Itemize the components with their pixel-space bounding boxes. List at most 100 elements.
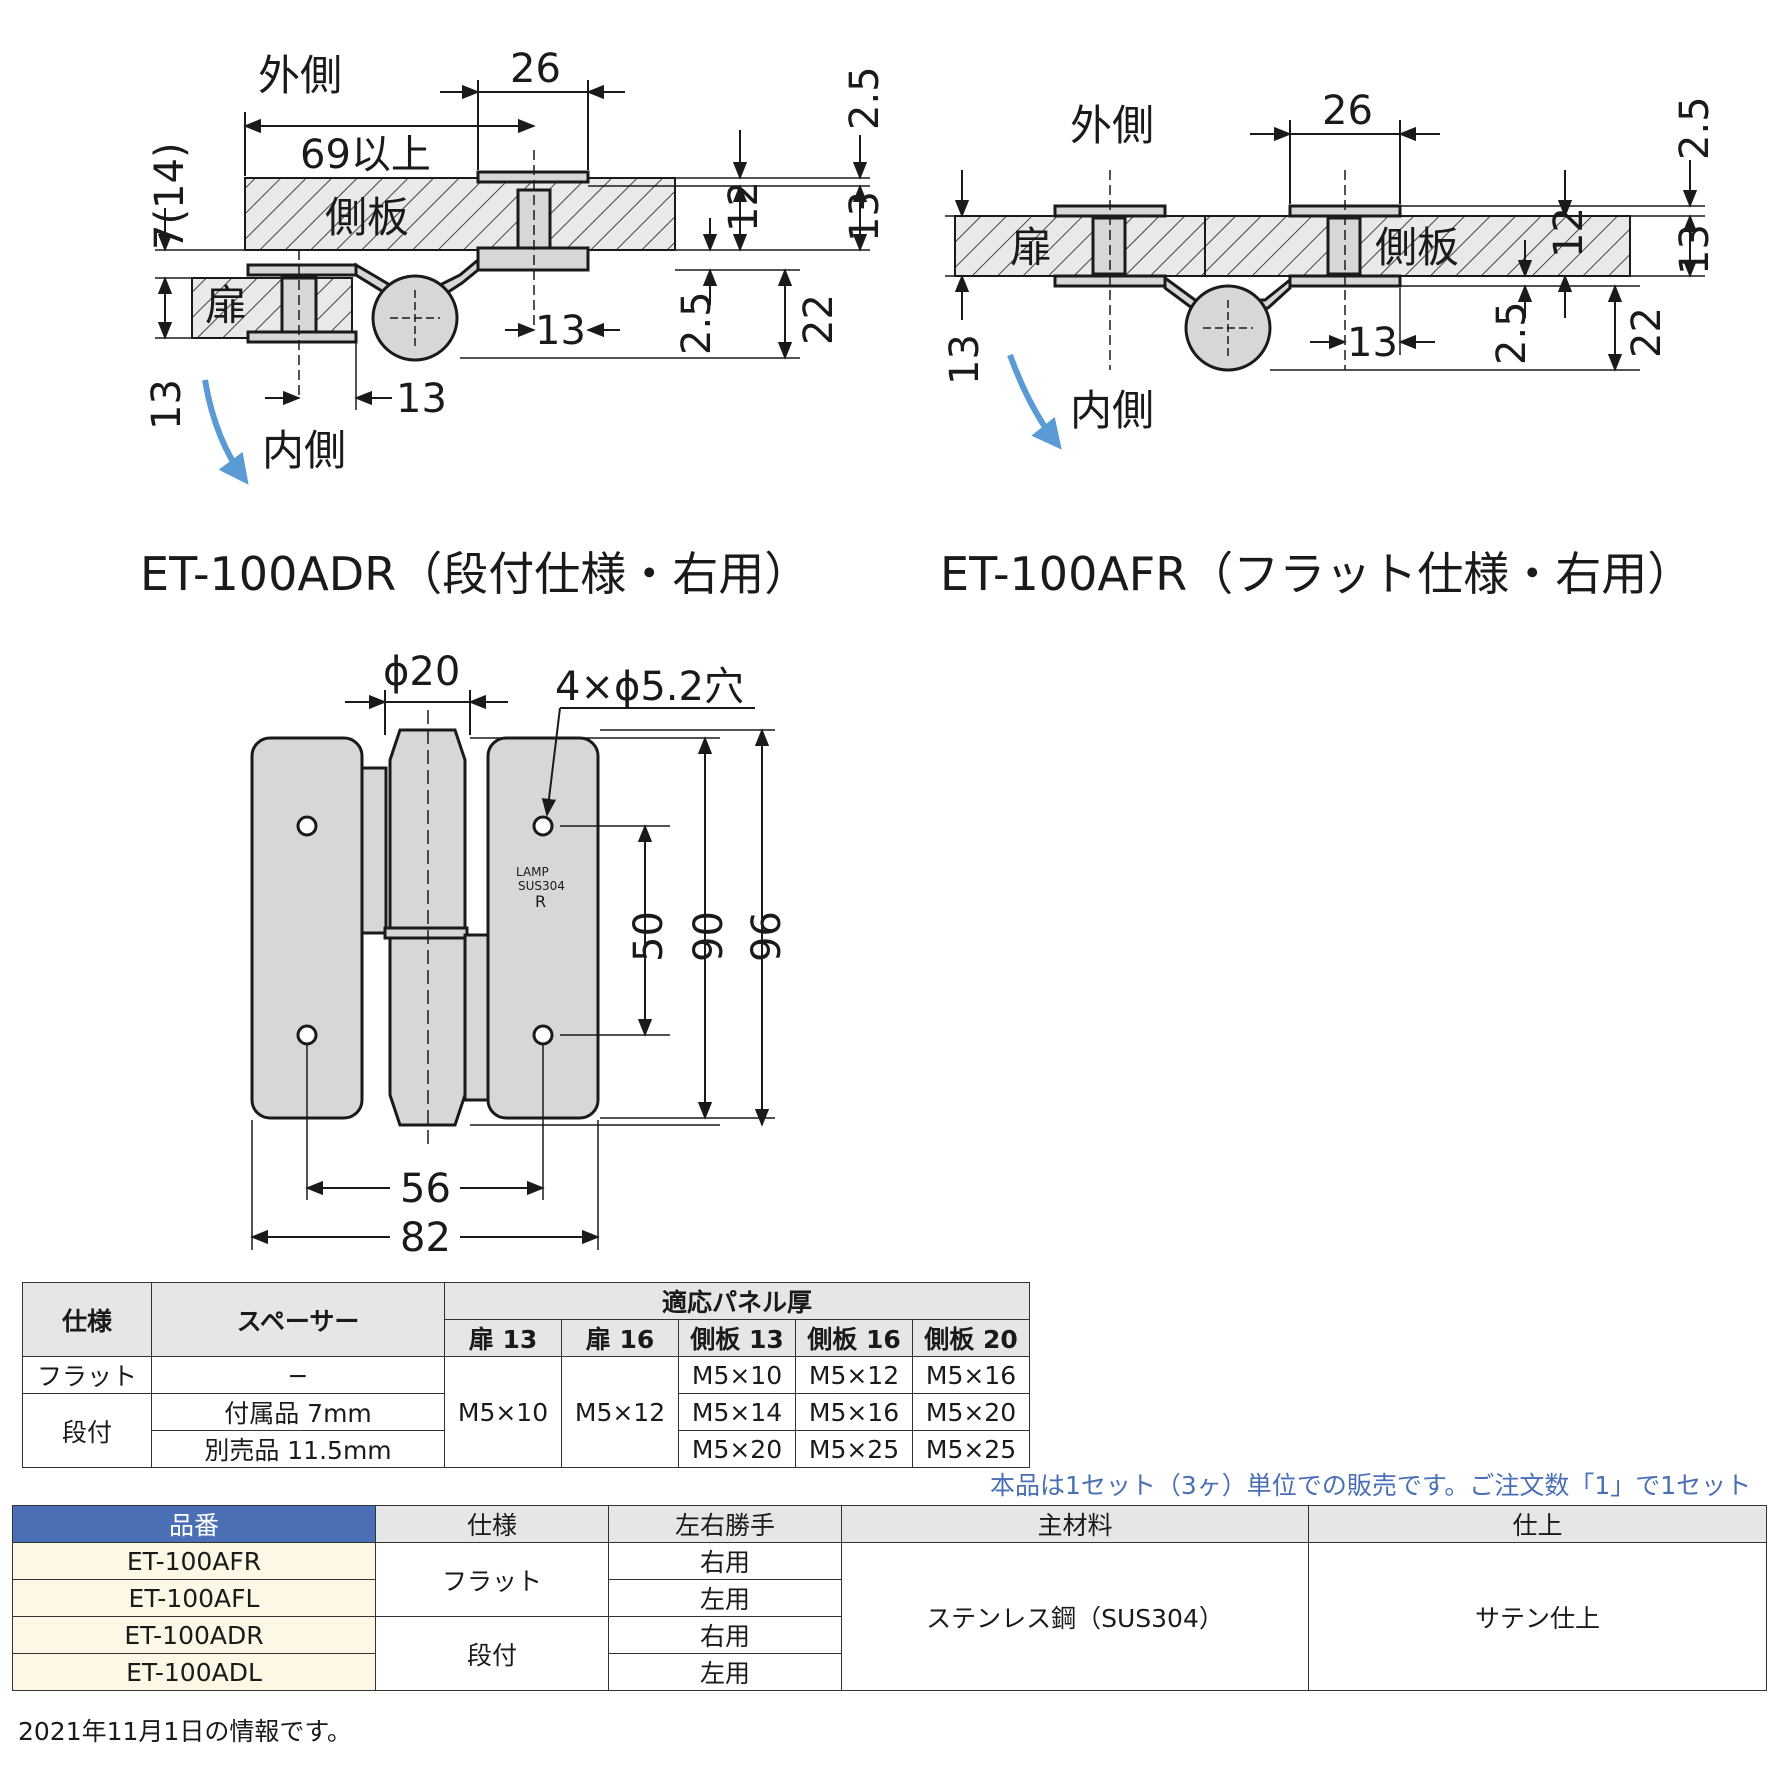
- inner-label: 内側: [1070, 386, 1154, 435]
- table-cell: M5×10: [678, 1356, 796, 1394]
- sub-header: 扉 13: [444, 1319, 562, 1357]
- product-table: 品番 仕様 左右勝手 主材料 仕上 ET-100AFR フラット 右用 ステンレ…: [12, 1505, 1767, 1691]
- engraving-hand: R: [535, 892, 546, 911]
- knuckle-link: [360, 766, 388, 935]
- side-panel-section: [1204, 215, 1631, 277]
- dim-96: 96: [744, 911, 790, 962]
- caption-adr: ET-100ADR（段付仕様・右用）: [140, 547, 810, 601]
- table-cell: M5×25: [912, 1430, 1030, 1468]
- diagram-adr: 外側 側板 扉 内側 26 69以上 7(14) 13 13 13: [140, 46, 888, 601]
- knuckle-link: [463, 933, 491, 1102]
- table-cell: M5×10: [444, 1356, 562, 1468]
- outer-label: 外側: [258, 51, 342, 100]
- dim-26: 26: [1322, 88, 1373, 134]
- table-cell: 右用: [608, 1542, 842, 1580]
- door-label: 扉: [1010, 223, 1052, 272]
- engraving-material: SUS304: [518, 879, 565, 893]
- table-cell: 段付: [22, 1393, 152, 1468]
- door-section: [191, 277, 353, 339]
- hinge-plate: [476, 170, 590, 184]
- dim-26: 26: [510, 46, 561, 92]
- dim-13-right: 13: [1672, 224, 1718, 275]
- hinge-plate: [246, 330, 358, 344]
- dim-13-bottom: 13: [396, 376, 447, 422]
- table-cell: 左用: [608, 1579, 842, 1617]
- diagram-afr: 外側 側板 扉 内側 26 13 13 12 2.5: [940, 88, 1718, 601]
- dim-7-14: 7(14): [147, 142, 193, 250]
- table-cell: 左用: [608, 1653, 842, 1691]
- dim-90: 90: [686, 911, 732, 962]
- sub-header: 扉 16: [561, 1319, 679, 1357]
- dim-82: 82: [400, 1215, 451, 1261]
- dim-phi20: ϕ20: [383, 649, 460, 695]
- table-cell: 右用: [608, 1616, 842, 1654]
- product-code: ET-100AFL: [12, 1579, 376, 1617]
- technical-drawings: 外側 側板 扉 内側 26 69以上 7(14) 13 13 13: [140, 46, 1718, 1261]
- dim-holes: 4×ϕ5.2穴: [555, 664, 744, 710]
- dim-13-left: 13: [942, 334, 988, 385]
- product-code: ET-100ADL: [12, 1653, 376, 1691]
- hinge-plate: [246, 263, 358, 277]
- table-cell: M5×20: [678, 1430, 796, 1468]
- dim-50: 50: [626, 911, 672, 962]
- table-cell: M5×12: [561, 1356, 679, 1468]
- table-cell: フラット: [22, 1356, 152, 1394]
- dim-12: 12: [721, 181, 767, 232]
- dim-22: 22: [796, 294, 842, 345]
- side-panel-label: 側板: [325, 193, 409, 242]
- table-cell: M5×16: [795, 1393, 913, 1431]
- table-cell: フラット: [375, 1542, 609, 1617]
- dim-2-5-top: 2.5: [842, 66, 888, 130]
- door-section: [954, 215, 1206, 277]
- front-view: LAMP SUS304 R ϕ20 4×ϕ5.2穴 50 90 96 56: [250, 649, 790, 1261]
- header-spacer: スペーサー: [151, 1282, 445, 1357]
- dim-2-5-bottom: 2.5: [1489, 301, 1535, 365]
- table-cell: M5×20: [912, 1393, 1030, 1431]
- door-label: 扉: [205, 281, 247, 330]
- header-finish: 仕上: [1308, 1505, 1767, 1543]
- table-cell: −: [151, 1356, 445, 1394]
- sub-header: 側板 16: [795, 1319, 913, 1357]
- dim-13-left: 13: [144, 379, 190, 430]
- inside-direction-arrow: [202, 379, 249, 485]
- sub-header: 側板 13: [678, 1319, 796, 1357]
- dim-22: 22: [1624, 307, 1670, 358]
- header-material: 主材料: [841, 1505, 1309, 1543]
- dim-13-mid: 13: [1347, 320, 1398, 366]
- table-cell: ステンレス鋼（SUS304）: [841, 1542, 1309, 1691]
- spec-table: 仕様 スペーサー 適応パネル厚 扉 13 扉 16 側板 13 側板 16 側板…: [22, 1282, 1030, 1468]
- dim-13-right: 13: [842, 191, 888, 242]
- product-code: ET-100ADR: [12, 1616, 376, 1654]
- table-cell: 別売品 11.5mm: [151, 1430, 445, 1468]
- engraving-brand: LAMP: [516, 865, 549, 879]
- header-hand: 左右勝手: [608, 1505, 842, 1543]
- dim-12: 12: [1546, 207, 1592, 258]
- table-cell: サテン仕上: [1308, 1542, 1767, 1691]
- screw-boss: [1091, 216, 1127, 276]
- mounting-hole: [532, 1024, 554, 1046]
- table-cell: M5×16: [912, 1356, 1030, 1394]
- table-cell: M5×25: [795, 1430, 913, 1468]
- table-cell: M5×12: [795, 1356, 913, 1394]
- dim-2-5-bottom: 2.5: [674, 291, 720, 355]
- header-spec: 仕様: [22, 1282, 152, 1357]
- sale-note: 本品は1セット（3ヶ）単位での販売です。ご注文数「1」で1セットです。: [990, 1471, 1752, 1536]
- header-product-code: 品番: [12, 1505, 376, 1543]
- header-panel-thickness: 適応パネル厚: [444, 1282, 1030, 1320]
- inside-direction-arrow: [1007, 353, 1062, 450]
- dim-69: 69以上: [300, 132, 431, 178]
- mounting-hole: [296, 1024, 318, 1046]
- sub-header: 側板 20: [912, 1319, 1030, 1357]
- mounting-hole: [532, 815, 554, 837]
- spacer: [476, 246, 590, 272]
- inner-label: 内側: [262, 426, 346, 475]
- mounting-hole: [296, 815, 318, 837]
- screw-boss: [1326, 216, 1362, 276]
- dim-2-5-top: 2.5: [1672, 96, 1718, 160]
- caption-afr: ET-100AFR（フラット仕様・右用）: [940, 547, 1693, 601]
- side-panel-label: 側板: [1375, 223, 1459, 272]
- side-panel-section: [244, 177, 676, 251]
- table-cell: M5×14: [678, 1393, 796, 1431]
- product-code: ET-100AFR: [12, 1542, 376, 1580]
- dim-13-mid: 13: [535, 308, 586, 354]
